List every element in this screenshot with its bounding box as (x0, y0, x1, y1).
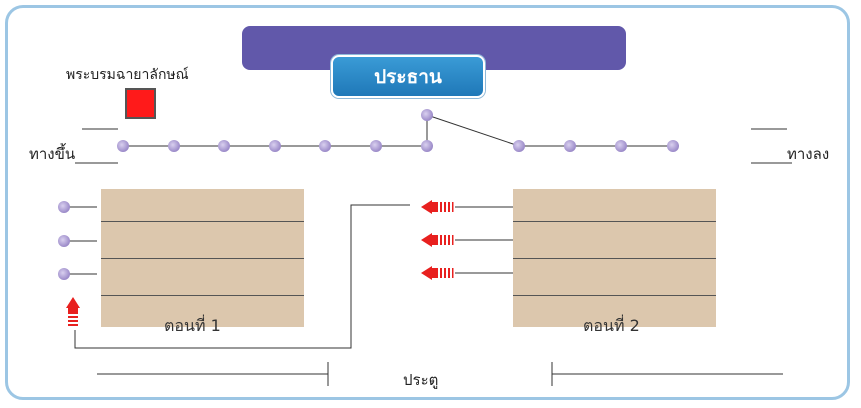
path-dot (218, 140, 230, 152)
section-1-row-divider (101, 221, 304, 222)
path-dot (269, 140, 281, 152)
entrance-label: ทางขึ้น (29, 145, 76, 163)
section-2-row-divider (513, 221, 716, 222)
path-dot-top (421, 109, 433, 121)
section-2-row-divider (513, 258, 716, 259)
path-dot (117, 140, 129, 152)
left-arrow-icon (421, 200, 454, 214)
door-label: ประตู (403, 371, 439, 389)
path-dot (513, 140, 525, 152)
portrait-label: พระบรมฉายาลักษณ์ (66, 67, 189, 83)
left-arrow-icon (421, 233, 454, 247)
section-1-row-divider (101, 258, 304, 259)
section-1-block (101, 189, 304, 327)
path-dot (319, 140, 331, 152)
section-2-block (513, 189, 716, 327)
row-dot (58, 201, 70, 213)
path-dot (370, 140, 382, 152)
section-2-row-divider (513, 295, 716, 296)
return-path-line (74, 204, 410, 349)
section-2-label: ตอนที่ 2 (583, 316, 640, 335)
up-arrow-icon (66, 297, 80, 326)
section-1-row-divider (101, 295, 304, 296)
path-dot (564, 140, 576, 152)
row-dot (58, 268, 70, 280)
exit-label: ทางลง (787, 145, 830, 163)
path-line-diagonal (426, 114, 520, 147)
portrait-marker (125, 88, 156, 119)
row-dot (58, 235, 70, 247)
path-dot (421, 140, 433, 152)
left-arrow-icon (421, 266, 454, 280)
chair-label: ประธาน (331, 55, 485, 98)
path-dot (168, 140, 180, 152)
path-dot (667, 140, 679, 152)
section-1-label: ตอนที่ 1 (164, 316, 221, 335)
path-dot (615, 140, 627, 152)
